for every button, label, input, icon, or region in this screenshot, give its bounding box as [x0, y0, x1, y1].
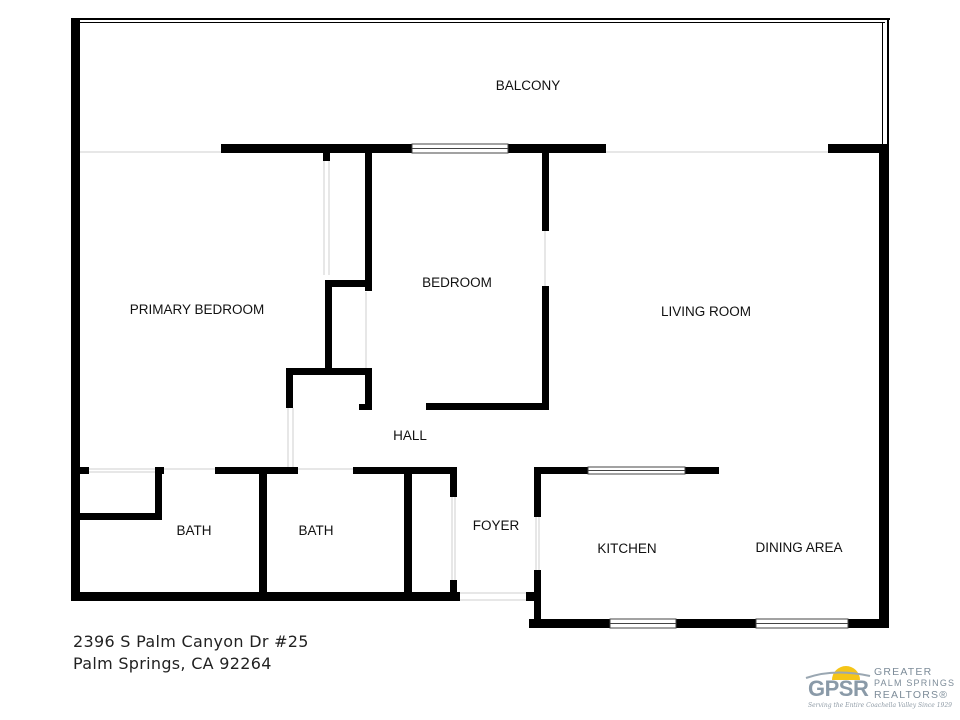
- wall: [365, 153, 372, 291]
- room-label-kitchen: KITCHEN: [597, 541, 656, 556]
- windows: [411, 143, 849, 629]
- openings: [80, 151, 828, 601]
- room-label-foyer: FOYER: [473, 518, 520, 533]
- sun-icon: [805, 666, 871, 680]
- balcony-railing: [80, 18, 890, 20]
- wall: [71, 18, 80, 601]
- wall: [215, 467, 298, 474]
- wall: [365, 368, 372, 410]
- wall: [426, 403, 549, 410]
- room-label-primary-bedroom: PRIMARY BEDROOM: [130, 302, 265, 317]
- wall: [848, 619, 889, 628]
- wall: [542, 286, 549, 410]
- wall: [526, 592, 536, 601]
- logo-text-line-1: GREATER: [874, 666, 933, 678]
- wall: [286, 368, 372, 375]
- walls: [71, 18, 890, 628]
- wall: [676, 619, 756, 628]
- wall: [80, 513, 162, 520]
- wall: [450, 580, 457, 600]
- room-label-bedroom: BEDROOM: [422, 275, 492, 290]
- wall: [542, 153, 549, 231]
- wall: [404, 467, 412, 597]
- wall: [359, 404, 372, 410]
- wall: [534, 467, 541, 517]
- room-label-balcony: BALCONY: [496, 78, 561, 93]
- room-label-hall: HALL: [393, 428, 427, 443]
- wall: [71, 467, 89, 474]
- balcony-railing: [80, 22, 885, 23]
- balcony-railing: [882, 22, 883, 144]
- room-label-bath: BATH: [176, 523, 211, 538]
- balcony-railing: [887, 18, 889, 146]
- logo-mark: GPSR: [808, 676, 869, 701]
- wall: [828, 144, 889, 153]
- address-line-2: Palm Springs, CA 92264: [73, 654, 272, 673]
- wall: [259, 467, 267, 597]
- wall: [529, 619, 610, 628]
- wall: [534, 570, 541, 628]
- logo-text-line-2: PALM SPRINGS: [874, 678, 956, 688]
- wall: [508, 144, 606, 153]
- room-label-dining-area: DINING AREA: [755, 540, 842, 555]
- room-label-bath: BATH: [298, 523, 333, 538]
- logo-tagline: Serving the Entire Coachella Valley Sinc…: [808, 702, 952, 709]
- address-line-1: 2396 S Palm Canyon Dr #25: [73, 632, 309, 651]
- wall: [450, 467, 457, 497]
- gpsr-logo: GPSR GREATER PALM SPRINGS REALTORS® Serv…: [800, 656, 960, 716]
- room-label-living-room: LIVING ROOM: [661, 304, 751, 319]
- logo-text-line-3: REALTORS®: [874, 689, 949, 701]
- wall: [286, 368, 293, 408]
- wall: [323, 153, 330, 161]
- wall: [325, 280, 371, 287]
- wall: [221, 144, 412, 153]
- wall: [325, 280, 332, 368]
- wall: [534, 467, 588, 474]
- room-labels: BALCONY BEDROOM PRIMARY BEDROOM LIVING R…: [130, 78, 843, 556]
- wall: [879, 144, 889, 628]
- wall: [155, 467, 162, 520]
- wall: [685, 467, 719, 474]
